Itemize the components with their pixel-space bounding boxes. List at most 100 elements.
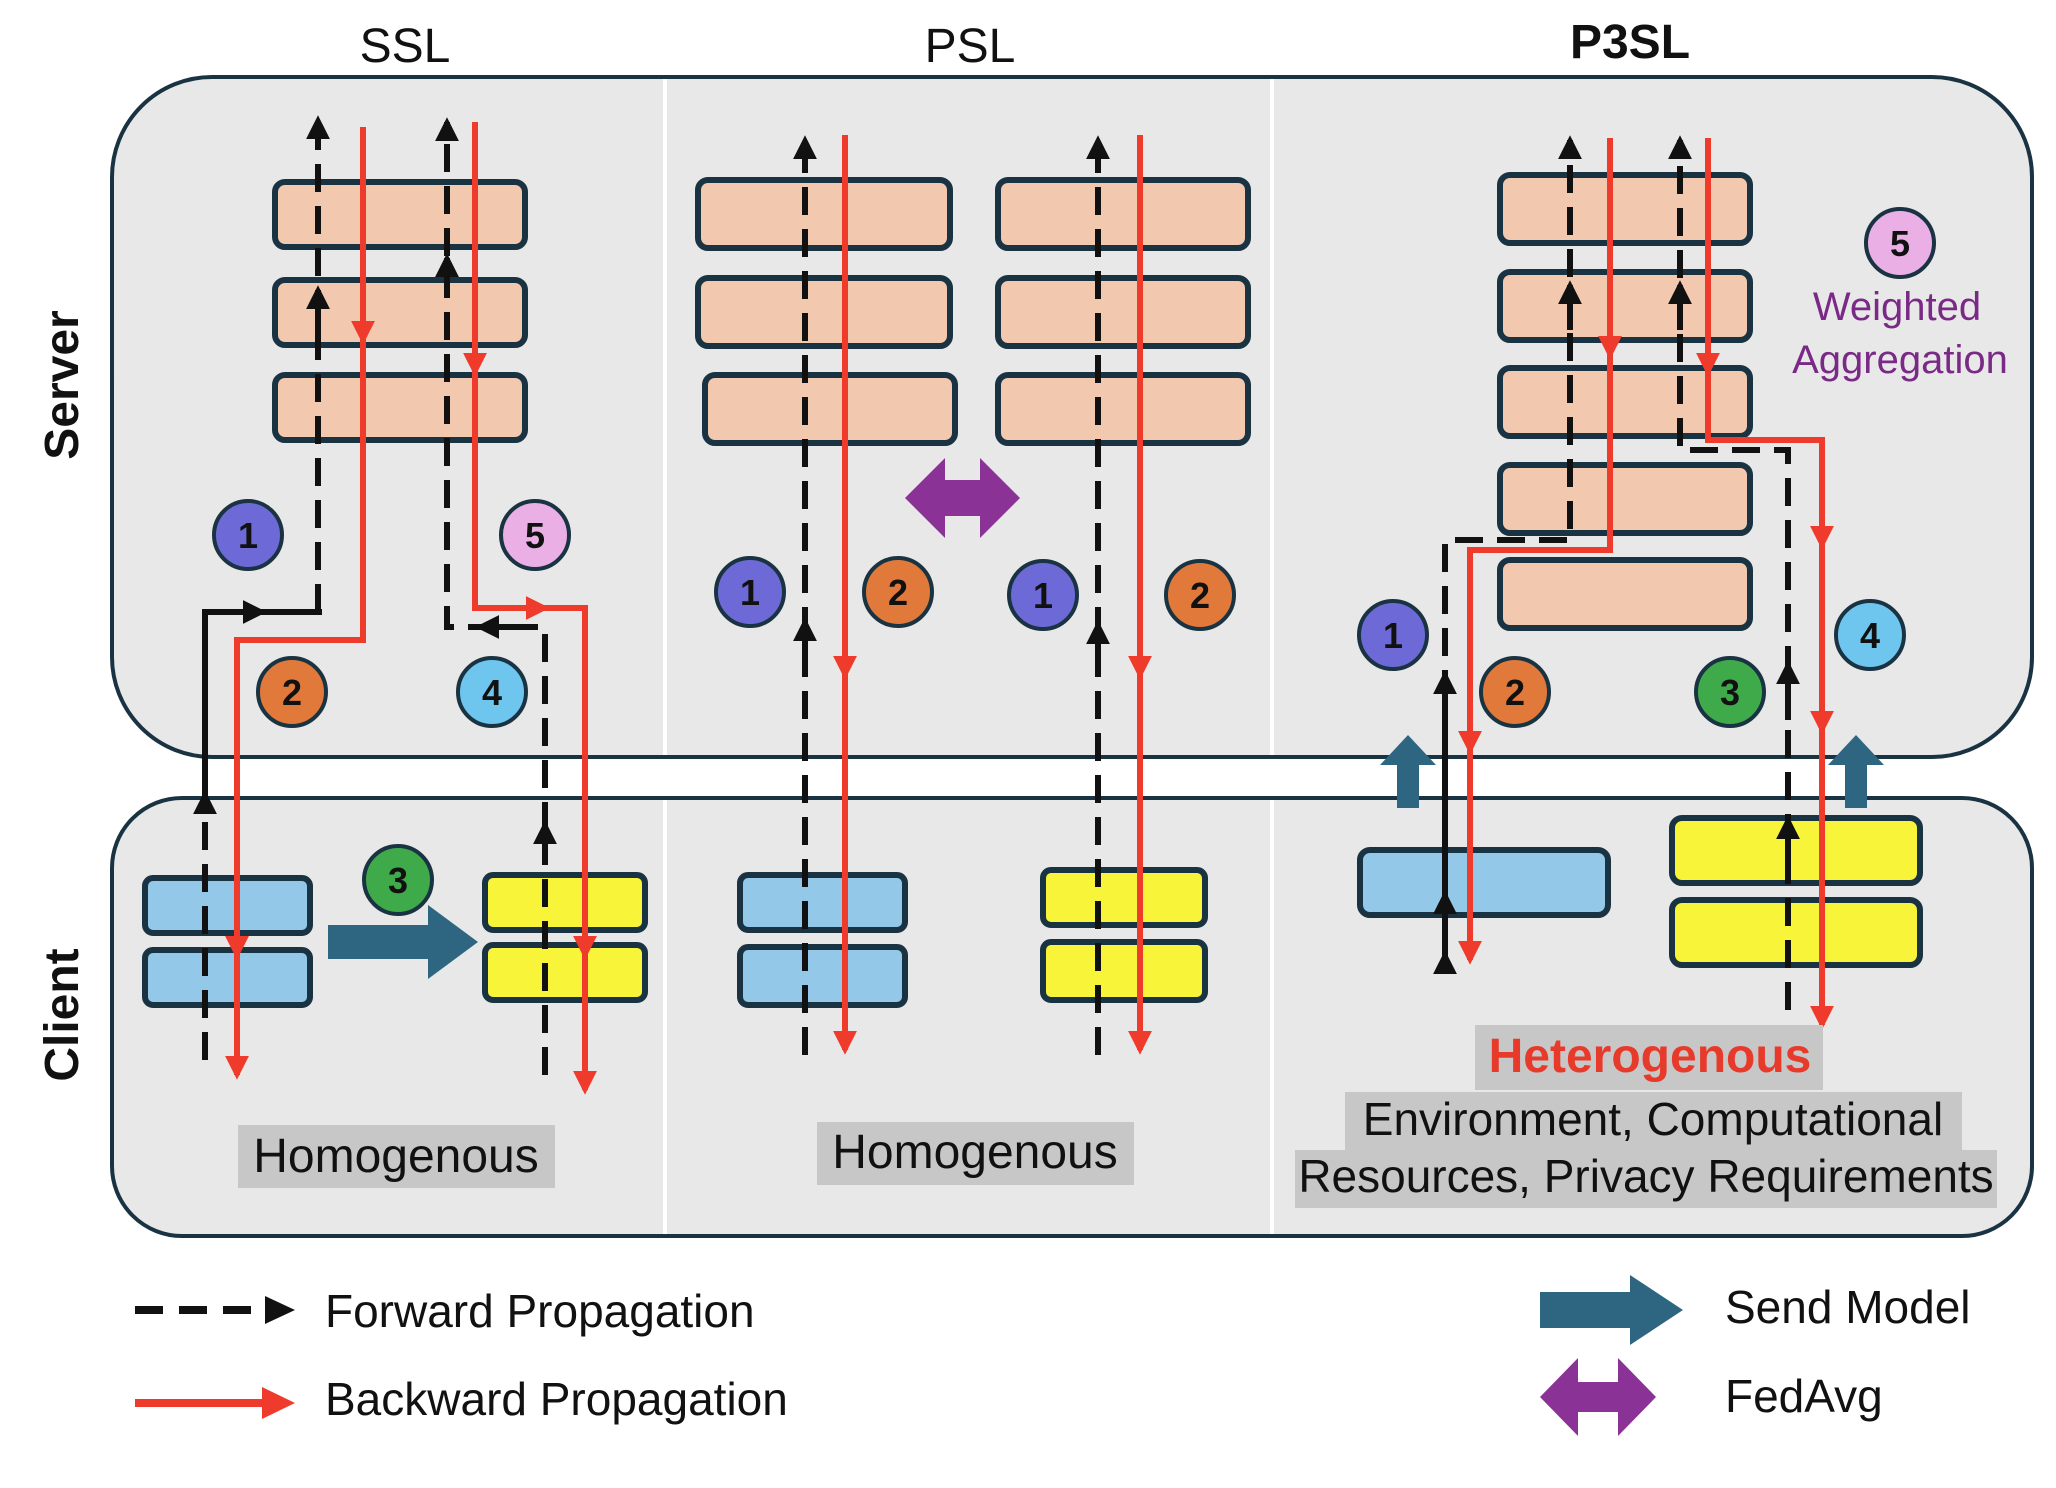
ssl-client-2-model — [482, 872, 648, 1003]
psl-backward-arrows — [833, 135, 1152, 1055]
client-layer — [1040, 867, 1208, 928]
step-number: 5 — [525, 515, 545, 556]
step-number: 1 — [1383, 615, 1403, 656]
step-number: 3 — [388, 860, 408, 901]
p3sl-client-2-model — [1669, 815, 1923, 968]
aggregation-label: Aggregation — [1792, 338, 2008, 382]
server-layer — [1497, 269, 1753, 343]
server-layer — [995, 177, 1251, 251]
psl-homogenous-label: Homogenous — [832, 1126, 1118, 1179]
step-number: 4 — [482, 672, 502, 713]
p3sl-client-1-model — [1357, 847, 1611, 918]
ssl-step-4: 4 — [456, 656, 528, 728]
step-number: 2 — [1190, 575, 1210, 616]
ssl-forward-arrows — [193, 115, 557, 1075]
server-layer — [272, 277, 528, 348]
legend-backward: Backward Propagation — [135, 1373, 788, 1425]
ssl-send-model-arrow — [328, 905, 478, 979]
client-layer — [142, 947, 313, 1008]
environment-line-2: Resources, Privacy Requirements — [1298, 1150, 1993, 1202]
psl-server-model-1 — [695, 177, 958, 446]
legend-backward-label: Backward Propagation — [325, 1373, 788, 1425]
ssl-homogenous-bg — [238, 1125, 555, 1188]
psl-step-2a: 2 — [862, 556, 934, 628]
server-layer — [1497, 172, 1753, 246]
step-number: 4 — [1860, 615, 1880, 656]
column-title-ssl: SSL — [360, 20, 451, 73]
server-layer — [272, 372, 528, 443]
client-layer — [482, 872, 648, 933]
p3sl-step-5: 5 — [1864, 207, 1936, 279]
column-title-p3sl: P3SL — [1570, 16, 1690, 69]
client-layer — [1669, 897, 1923, 968]
step-number: 2 — [282, 672, 302, 713]
environment-bg-2 — [1295, 1150, 1997, 1208]
ssl-homogenous-label: Homogenous — [253, 1130, 539, 1183]
psl-client-1-model — [737, 872, 908, 1008]
client-layer — [737, 872, 908, 933]
server-layer — [695, 275, 953, 349]
environment-line-1: Environment, Computational — [1363, 1093, 1943, 1145]
step-number: 2 — [888, 572, 908, 613]
heterogenous-bg — [1475, 1025, 1823, 1090]
step-number: 3 — [1720, 672, 1740, 713]
fedavg-icon — [1540, 1358, 1656, 1436]
ssl-step-5: 5 — [499, 499, 571, 571]
legend-forward: Forward Propagation — [135, 1285, 755, 1337]
ssl-step-3: 3 — [362, 844, 434, 916]
environment-bg-1 — [1345, 1092, 1962, 1150]
p3sl-server-model — [1497, 172, 1753, 631]
ssl-client-1-model — [142, 875, 313, 1008]
server-layer — [995, 372, 1251, 446]
psl-step-1a: 1 — [714, 556, 786, 628]
psl-step-2b: 2 — [1164, 559, 1236, 631]
weighted-label: Weighted — [1813, 285, 1981, 329]
client-layer — [1040, 939, 1208, 1003]
legend-fedavg-label: FedAvg — [1725, 1370, 1883, 1422]
p3sl-step-4: 4 — [1834, 599, 1906, 671]
ssl-step-2: 2 — [256, 656, 328, 728]
client-layer — [482, 942, 648, 1003]
p3sl-send-model-arrow-2 — [1828, 735, 1884, 808]
psl-forward-arrows — [793, 135, 1110, 1055]
legend-forward-label: Forward Propagation — [325, 1285, 755, 1337]
server-layer — [1497, 557, 1753, 631]
ssl-step-1: 1 — [212, 499, 284, 571]
client-layer — [737, 944, 908, 1008]
step-number: 1 — [1033, 575, 1053, 616]
p3sl-step-2: 2 — [1479, 656, 1551, 728]
column-title-psl: PSL — [925, 20, 1016, 73]
client-layer — [1357, 847, 1611, 918]
p3sl-send-model-arrow-1 — [1380, 735, 1436, 808]
p3sl-step-3: 3 — [1694, 656, 1766, 728]
server-layer — [1497, 365, 1753, 439]
step-number: 1 — [238, 515, 258, 556]
server-layer — [272, 179, 528, 250]
server-layer — [1497, 462, 1753, 536]
step-number: 1 — [740, 572, 760, 613]
server-layer — [695, 177, 953, 251]
legend-fedavg: FedAvg — [1540, 1358, 1883, 1436]
server-layer — [995, 275, 1251, 349]
p3sl-backward-arrows — [1458, 138, 1834, 1030]
heterogenous-label: Heterogenous — [1489, 1030, 1812, 1083]
legend: Forward Propagation Backward Propagation… — [135, 1275, 1971, 1436]
send-model-icon — [1540, 1275, 1683, 1345]
p3sl-step-1: 1 — [1357, 599, 1429, 671]
p3sl-forward-arrows — [1433, 135, 1800, 1010]
step-number: 2 — [1505, 672, 1525, 713]
legend-send-model: Send Model — [1540, 1275, 1971, 1345]
server-layer — [702, 372, 958, 446]
row-label-server: Server — [36, 310, 89, 459]
row-label-client: Client — [36, 948, 89, 1081]
psl-step-1b: 1 — [1007, 559, 1079, 631]
psl-server-model-2 — [995, 177, 1251, 446]
ssl-server-model — [272, 179, 528, 443]
psl-client-2-model — [1040, 867, 1208, 1003]
psl-homogenous-bg — [817, 1122, 1134, 1185]
client-layer — [1669, 815, 1923, 886]
ssl-backward-arrows — [225, 122, 597, 1095]
psl-fedavg-arrow — [905, 458, 1020, 538]
legend-send-model-label: Send Model — [1725, 1281, 1971, 1333]
